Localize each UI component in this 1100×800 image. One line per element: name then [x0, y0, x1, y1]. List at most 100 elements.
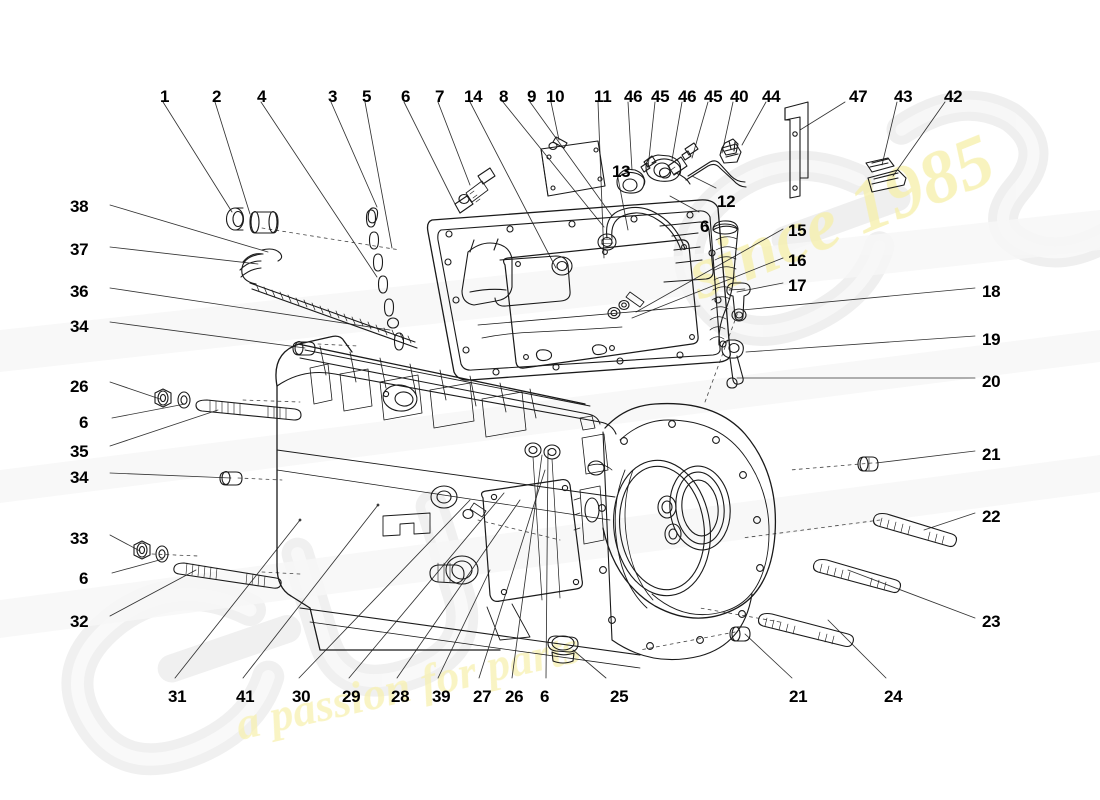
callout-number-12: 12	[717, 192, 736, 211]
callout-number-42: 42	[944, 87, 963, 106]
callout-number-16: 16	[788, 251, 807, 270]
bell-housing	[573, 402, 777, 661]
callout-number-6: 6	[401, 87, 411, 106]
callout-number-18: 18	[982, 282, 1001, 301]
part-6-stud-upper	[454, 195, 474, 214]
leader-lines-right	[736, 287, 976, 619]
callout-number-46: 46	[678, 87, 697, 106]
callout-number-15: 15	[788, 221, 807, 240]
callout-number-33: 33	[70, 529, 89, 548]
part-12-connector-plug	[719, 143, 742, 164]
callout-number-7: 7	[435, 87, 445, 106]
part-47-mounting-bracket	[784, 101, 809, 199]
part-37-flexible-shaft	[239, 248, 418, 349]
callout-number-3: 3	[328, 87, 338, 106]
part-21-dowel-sleeve-right	[857, 456, 879, 472]
callout-number-11: 11	[594, 87, 612, 106]
callout-number-21: 21	[982, 445, 1001, 464]
part-20-square-boss	[579, 415, 596, 431]
part-8-oil-pan-cover	[426, 199, 731, 381]
part-22-stud-upper	[872, 512, 958, 548]
callout-number-34: 34	[70, 317, 89, 336]
callout-number-34: 34	[70, 468, 89, 487]
callout-number-8: 8	[499, 87, 509, 106]
part-42-flat-clip	[867, 169, 907, 193]
callout-number-19: 19	[982, 330, 1001, 349]
callout-number-35: 35	[70, 442, 89, 461]
part-16-breather-tube	[709, 220, 739, 346]
callout-number-36: 36	[70, 282, 89, 301]
callout-number-26: 26	[70, 377, 89, 396]
callout-number-47: 47	[849, 87, 868, 106]
part-46-connector-right	[645, 154, 691, 185]
callout-number-9: 9	[527, 87, 537, 106]
part-7-hex-bolt	[458, 167, 496, 205]
hidden-detail-markers	[298, 503, 380, 522]
leader-lines-left	[109, 204, 391, 617]
part-19-sensor	[721, 339, 744, 389]
part-34-dowel-sleeve-lower	[219, 470, 243, 486]
callout-number-46: 46	[624, 87, 643, 106]
callout-number-32: 32	[70, 612, 89, 631]
callout-number-31: 31	[168, 687, 187, 706]
callout-number-6: 6	[540, 687, 550, 706]
part-32-long-stud	[173, 562, 282, 589]
callout-number-21: 21	[789, 687, 808, 706]
callout-number-23: 23	[982, 612, 1001, 631]
callout-number-5: 5	[362, 87, 372, 106]
part-9-control-module	[540, 140, 606, 197]
callout-number-41: 41	[236, 687, 255, 706]
callout-number-40: 40	[730, 87, 749, 106]
callout-number-22: 22	[982, 507, 1001, 526]
callout-number-45: 45	[704, 87, 723, 106]
part-46-connector-left	[616, 168, 646, 194]
callout-number-44: 44	[762, 87, 781, 106]
leader-lines-bottom	[174, 449, 887, 679]
part-13-breather-hose	[597, 206, 686, 251]
part-23-stud-lower	[812, 558, 902, 594]
callout-number-1: 1	[160, 87, 170, 106]
part-10-module-bolt	[548, 136, 568, 151]
main-gearbox-housing	[275, 335, 641, 669]
part-16-washer	[607, 306, 621, 320]
callout-number-2: 2	[212, 87, 222, 106]
callout-number-39: 39	[432, 687, 451, 706]
part-33-hex-nut-left	[133, 540, 151, 560]
callout-number-26: 26	[505, 687, 524, 706]
callout-number-6: 6	[79, 569, 89, 588]
callout-number-45: 45	[651, 87, 670, 106]
part-18-hex-nut	[731, 308, 747, 322]
callout-number-10: 10	[546, 87, 565, 106]
callout-number-38: 38	[70, 197, 89, 216]
part-14-inner-cover-plate	[502, 239, 699, 369]
callout-number-13: 13	[612, 162, 631, 181]
callout-number-6: 6	[700, 217, 710, 236]
watermark-sheen	[0, 210, 1100, 638]
part-2-bush	[249, 210, 279, 234]
part-24-stud-bottom	[757, 612, 854, 648]
part-34-dowel-sleeve-upper	[292, 340, 316, 356]
callout-number-43: 43	[894, 87, 913, 106]
part-11-bolt	[658, 156, 688, 179]
leader-lines-inner	[617, 175, 784, 319]
part-35-long-stud	[195, 399, 302, 421]
part-45-clip-right	[681, 142, 699, 161]
part-15-cover-bolt	[618, 291, 645, 311]
part-6-washer-left	[177, 391, 191, 409]
callout-number-17: 17	[788, 276, 807, 295]
watermark-brand-logo	[673, 90, 1100, 346]
callout-number-25: 25	[610, 687, 629, 706]
part-6-washer-left-lower	[155, 545, 169, 563]
callout-number-27: 27	[473, 687, 492, 706]
part-43-flat-clip	[865, 157, 895, 173]
callout-number-28: 28	[391, 687, 410, 706]
callout-number-6: 6	[79, 413, 89, 432]
callout-number-20: 20	[982, 372, 1001, 391]
part-3-dowel-pins	[365, 207, 405, 351]
callout-number-37: 37	[70, 240, 89, 259]
part-21-dowel-sleeve-bottom	[729, 626, 751, 642]
